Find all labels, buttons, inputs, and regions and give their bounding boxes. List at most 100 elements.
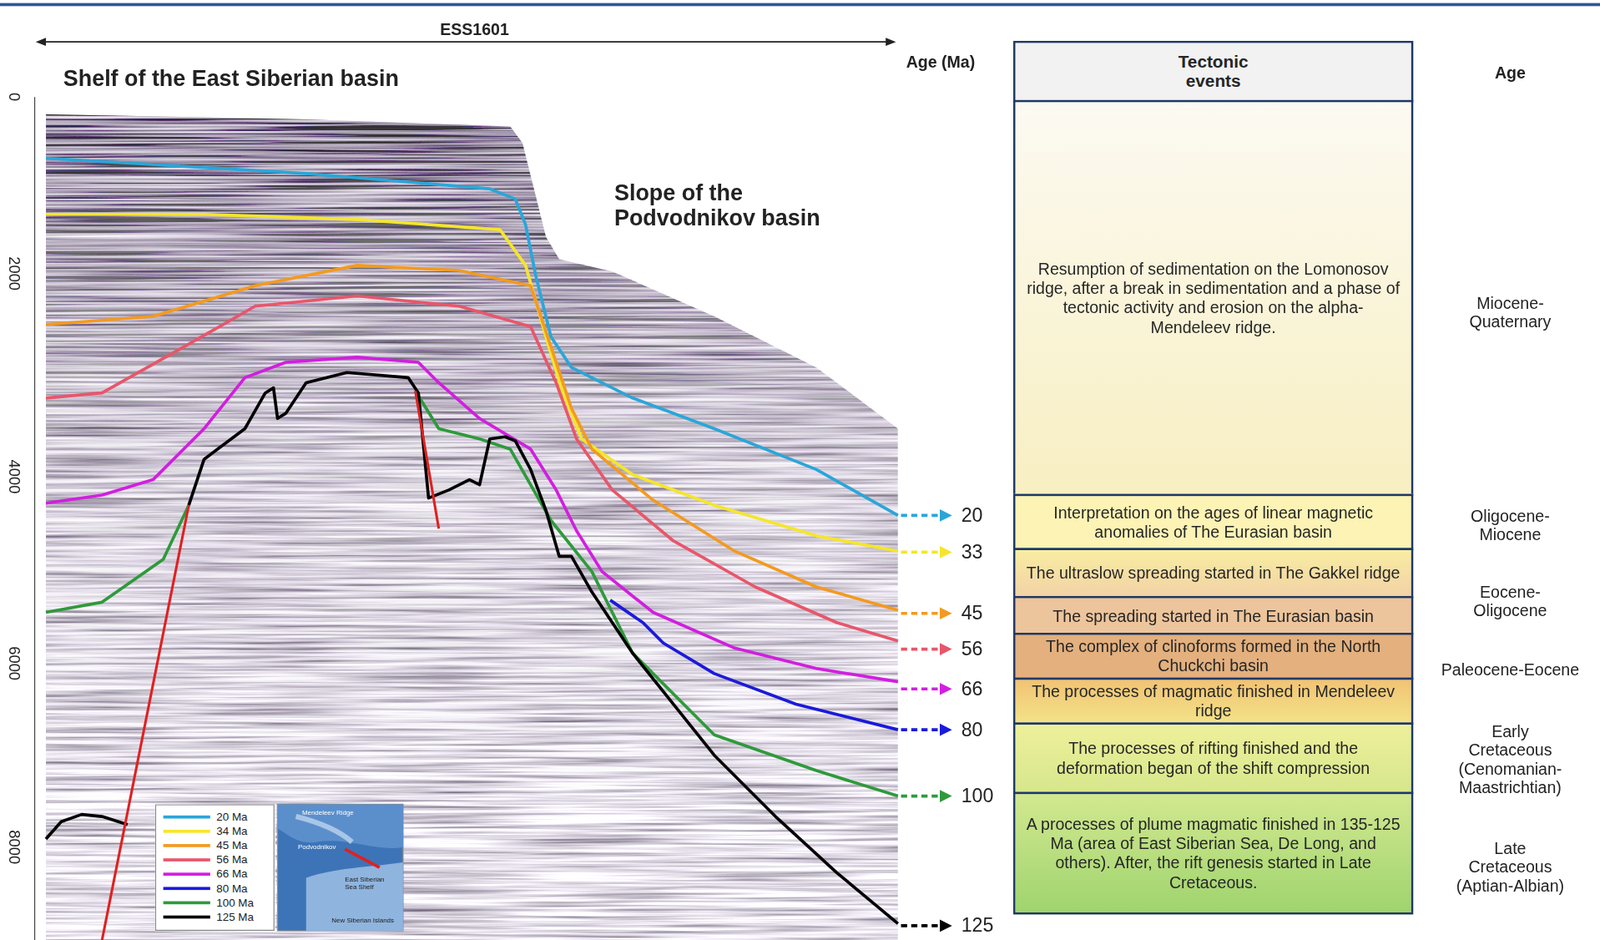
period-label: Paleocene-Eocene xyxy=(1441,661,1580,680)
horizon-line xyxy=(45,214,899,551)
arrow-head xyxy=(939,723,953,737)
period-label: Late Cretaceous (Aptian-Albian) xyxy=(1453,838,1568,895)
map-inset xyxy=(277,803,404,931)
legend-text: 56 Ma xyxy=(216,852,248,866)
period-label: Early Cretaceous (Cenomanian-Maastrichti… xyxy=(1453,722,1568,798)
top-rule xyxy=(0,3,1600,7)
legend-swatch xyxy=(163,828,211,833)
table-header: Tectonic events xyxy=(1013,40,1414,102)
age-number: 45 xyxy=(961,601,984,625)
fault-line xyxy=(415,390,440,529)
event-text: Resumption of sedimentation on the Lomon… xyxy=(1023,259,1404,338)
period-label: Miocene-Quaternary xyxy=(1453,294,1568,333)
axis-number: 0 xyxy=(5,92,24,101)
legend-row: 45 Ma xyxy=(163,837,270,853)
arrow-head xyxy=(939,642,953,656)
legend-text: 20 Ma xyxy=(216,810,248,823)
horizon-line xyxy=(45,357,899,682)
age-arrow xyxy=(901,794,940,798)
age-arrow xyxy=(901,727,940,732)
period-label: Oligocene-Miocene xyxy=(1453,507,1568,546)
arrow-head xyxy=(939,682,953,696)
horizon-line xyxy=(45,157,899,515)
age-number: 80 xyxy=(961,718,984,742)
legend-row: 80 Ma xyxy=(163,880,270,895)
header-text: Tectonic events xyxy=(1151,51,1275,91)
axis-number: 6000 xyxy=(5,646,24,681)
event-band: The spreading started in The Eurasian ba… xyxy=(1013,595,1414,635)
column-header: Age xyxy=(1494,64,1526,83)
age-number: 66 xyxy=(961,677,984,701)
map-label: New Siberian Islands xyxy=(331,916,394,924)
arrow-head xyxy=(939,606,953,620)
age-number: 56 xyxy=(961,637,984,661)
arrow-head xyxy=(939,789,953,803)
age-arrow xyxy=(901,514,940,518)
event-band: Interpretation on the ages of linear mag… xyxy=(1013,494,1414,551)
horizon-line xyxy=(45,504,189,612)
legend-text: 80 Ma xyxy=(216,881,248,894)
age-arrow xyxy=(901,611,940,616)
legend-swatch xyxy=(163,814,211,818)
horizon-line xyxy=(45,814,128,839)
event-text: Interpretation on the ages of linear mag… xyxy=(1023,502,1404,541)
age-arrow xyxy=(901,923,940,928)
legend-swatch xyxy=(163,900,211,904)
age-arrow xyxy=(901,550,940,555)
event-text: The processes of magmatic finished in Me… xyxy=(1023,681,1404,721)
map-label: Mendeleev Ridge xyxy=(302,807,354,816)
event-band: The processes of magmatic finished in Me… xyxy=(1013,677,1414,725)
legend-swatch xyxy=(163,858,211,862)
axis-ticks xyxy=(34,96,36,940)
event-text: The spreading started in The Eurasian ba… xyxy=(1023,605,1404,626)
legend-row: 125 Ma xyxy=(163,908,270,924)
axis-number: 4000 xyxy=(5,459,24,495)
period-label: Eocene-Oligocene xyxy=(1453,583,1568,621)
legend-row: 20 Ma xyxy=(163,809,270,824)
event-band: Resumption of sedimentation on the Lomon… xyxy=(1013,100,1414,496)
map-label: East Siberian Sea Shelf xyxy=(344,875,396,891)
legend-text: 34 Ma xyxy=(216,824,248,838)
axis-number: 8000 xyxy=(5,829,24,864)
event-band: A processes of plume magmatic finished i… xyxy=(1013,792,1414,915)
event-band: The complex of clinoforms formed in the … xyxy=(1013,632,1414,680)
arrow-head xyxy=(939,919,953,933)
age-number: 125 xyxy=(961,914,995,938)
legend-swatch xyxy=(163,872,211,876)
map-label: Podvodnikov xyxy=(297,842,337,851)
legend-text: 66 Ma xyxy=(216,867,248,880)
profile-arrow xyxy=(35,37,897,46)
age-number: 100 xyxy=(961,784,995,808)
axis-number: 2000 xyxy=(5,256,24,291)
section-label: Slope of the Podvodnikov basin xyxy=(610,177,882,234)
event-text: The complex of clinoforms formed in the … xyxy=(1023,636,1404,676)
event-text: The ultraslow spreading started in The G… xyxy=(1023,563,1404,583)
legend-row: 66 Ma xyxy=(163,866,270,881)
horizon-line xyxy=(610,600,899,730)
arrow-head xyxy=(939,509,953,522)
arrow-head xyxy=(939,545,953,559)
age-number: 33 xyxy=(961,540,984,564)
section-label: ESS1601 xyxy=(439,20,510,39)
age-arrow xyxy=(901,686,940,691)
legend-box: 20 Ma34 Ma45 Ma56 Ma66 Ma80 Ma100 Ma125 … xyxy=(155,803,275,931)
legend-row: 56 Ma xyxy=(163,852,270,867)
legend-row: 100 Ma xyxy=(163,894,270,909)
legend-swatch xyxy=(163,842,211,847)
legend-text: 100 Ma xyxy=(216,895,254,909)
legend-text: 45 Ma xyxy=(216,838,248,852)
age-number: 20 xyxy=(961,504,984,527)
legend-text: 125 Ma xyxy=(216,910,254,924)
section-label: Shelf of the East Siberian basin xyxy=(63,65,399,91)
age-arrow xyxy=(901,647,940,652)
legend-swatch xyxy=(163,914,211,919)
event-text: The processes of rifting finished and th… xyxy=(1023,738,1404,778)
event-band: The ultraslow spreading started in The G… xyxy=(1013,548,1414,599)
legend-swatch xyxy=(163,886,211,890)
legend-row: 34 Ma xyxy=(163,823,270,838)
horizon-line xyxy=(45,296,899,642)
event-band: The processes of rifting finished and th… xyxy=(1013,722,1414,795)
event-text: A processes of plume magmatic finished i… xyxy=(1023,814,1404,893)
column-header: Age (Ma) xyxy=(906,53,976,72)
